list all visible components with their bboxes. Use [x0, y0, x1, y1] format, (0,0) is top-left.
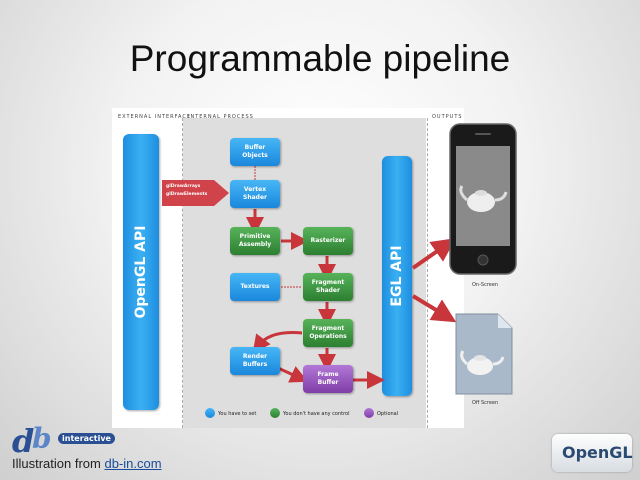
fragment-operations-line2: Operations	[309, 333, 347, 340]
zone-label-internal: INTERNAL PROCESS	[188, 114, 254, 120]
legend-green-label: You don't have any control	[283, 411, 350, 417]
operations-to-render-buffers-arrow	[252, 331, 303, 354]
buffer-objects-line1: Buffer	[244, 144, 266, 151]
image-file-icon	[455, 313, 513, 395]
attribution-link[interactable]: db-in.com	[104, 456, 162, 471]
legend-purple-label: Optional	[377, 411, 399, 417]
rasterizer-label: Rasterizer	[310, 237, 346, 244]
zone-divider-right	[427, 118, 428, 428]
fragment-operations-line1: Fragment	[311, 325, 345, 332]
attribution: Illustration from db-in.com	[12, 456, 162, 471]
draw-calls-label: glDrawArrays glDrawElements	[162, 176, 208, 206]
vertex-shader-line2: Shader	[243, 194, 267, 201]
legend-blue-label: You have to set	[218, 411, 257, 417]
textures-label: Textures	[240, 283, 270, 290]
egl-api-bar: EGL API	[382, 156, 412, 396]
primitive-assembly-line2: Assembly	[238, 241, 272, 248]
render-buffers-line2: Buffers	[242, 361, 268, 368]
call-draw-elements: glDrawElements	[166, 192, 208, 197]
legend-green-swatch	[270, 408, 280, 418]
call-draw-arrays: glDrawArrays	[166, 184, 201, 189]
svg-text:d: d	[12, 422, 34, 460]
zone-label-outputs: OUTPUTS	[432, 114, 463, 120]
db-logo-icon: d b	[12, 422, 52, 460]
egl-to-onscreen-arrow	[411, 238, 456, 270]
render-to-frame-buffer-arrow	[277, 366, 309, 383]
vertex-shader-line1: Vertex	[243, 186, 267, 193]
buffer-objects-line2: Objects	[242, 152, 268, 159]
legend-blue-swatch	[205, 408, 215, 418]
frame-buffer-line2: Buffer	[317, 379, 339, 386]
on-screen-label: On-Screen	[472, 282, 499, 288]
slide-title: Programmable pipeline	[129, 38, 511, 79]
svg-text:b: b	[32, 422, 52, 455]
off-screen-label: Off Screen	[472, 400, 499, 406]
opengl-logo: OpenGL	[552, 434, 633, 472]
frame-buffer-line1: Frame	[317, 371, 339, 378]
zone-divider-left	[182, 118, 183, 428]
db-logo-wordmark: interactive	[58, 433, 115, 444]
legend-purple-swatch	[364, 408, 374, 418]
textures-box: Textures	[230, 273, 280, 301]
fragment-shader-line1: Fragment	[311, 279, 345, 286]
opengl-api-bar: OpenGL API	[123, 134, 159, 410]
primitive-assembly-line1: Primitive	[239, 233, 271, 240]
rasterizer-box: Rasterizer	[303, 227, 353, 255]
egl-to-offscreen-arrow	[411, 294, 457, 323]
fragment-shader-line2: Shader	[316, 287, 340, 294]
zone-label-external: EXTERNAL INTERFACE	[118, 114, 192, 120]
attribution-prefix: Illustration from	[12, 456, 105, 471]
opengl-logo-text: OpenGL	[562, 443, 633, 462]
render-buffers-line1: Render	[242, 353, 268, 360]
phone-icon	[449, 123, 517, 275]
draw-call-arrow	[162, 180, 229, 206]
